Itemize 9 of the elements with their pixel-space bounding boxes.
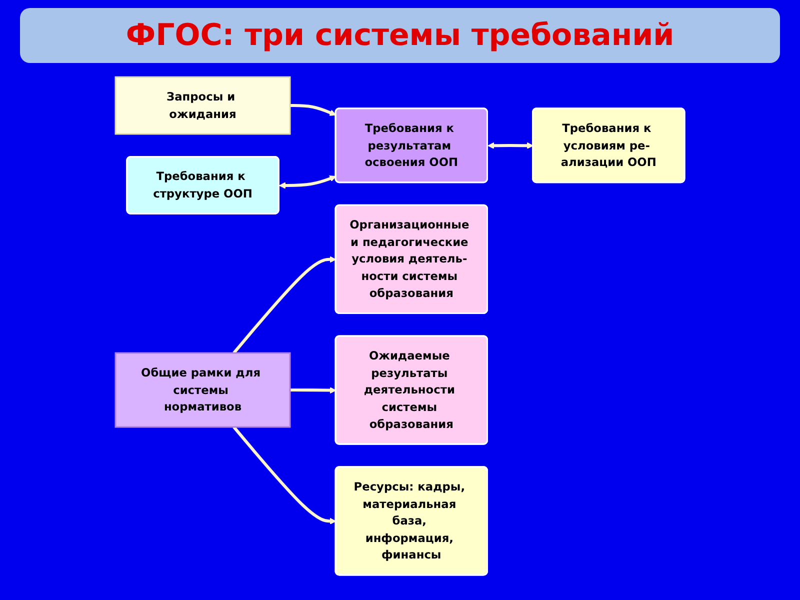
arrow bbox=[232, 256, 336, 354]
node-box: Запросы и ожидания bbox=[114, 76, 291, 135]
arrow bbox=[488, 142, 534, 149]
arrow bbox=[232, 426, 336, 524]
arrow bbox=[279, 175, 336, 189]
node-box: Общие рамки для системы нормативов bbox=[114, 352, 291, 428]
title: ФГОС: три системы требований bbox=[20, 8, 780, 63]
arrow bbox=[290, 386, 336, 394]
arrow bbox=[290, 104, 336, 116]
